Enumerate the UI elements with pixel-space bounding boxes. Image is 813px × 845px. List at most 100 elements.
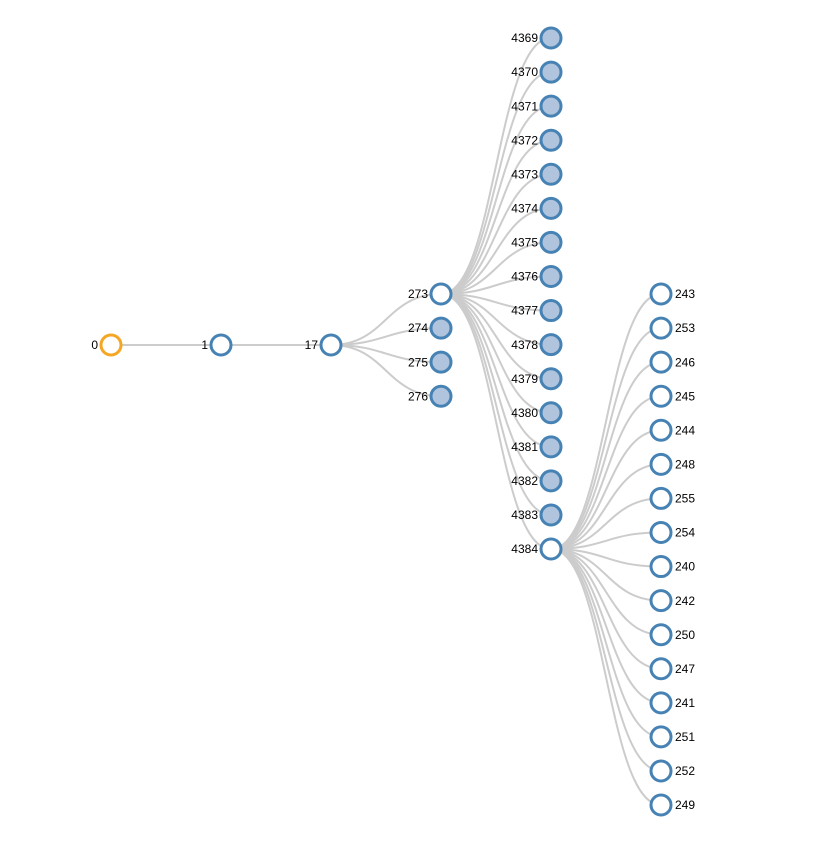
tree-node-4378[interactable]: 4378 (511, 333, 563, 357)
tree-node-255[interactable]: 255 (649, 486, 695, 510)
tree-node-4370[interactable]: 4370 (511, 60, 563, 84)
tree-node-4369[interactable]: 4369 (511, 26, 563, 50)
node-circle-244[interactable] (649, 418, 673, 442)
tree-node-244[interactable]: 244 (649, 418, 695, 442)
node-circle-4371[interactable] (539, 94, 563, 118)
node-label-253: 253 (675, 321, 695, 335)
tree-node-252[interactable]: 252 (649, 759, 695, 783)
node-circle-247[interactable] (649, 657, 673, 681)
node-circle-273[interactable] (429, 282, 453, 306)
tree-node-0[interactable]: 0 (91, 333, 123, 357)
node-circle-249[interactable] (649, 793, 673, 817)
tree-node-4371[interactable]: 4371 (511, 94, 563, 118)
link-4384-241 (550, 548, 662, 704)
node-circle-4376[interactable] (539, 264, 563, 288)
node-circle-4380[interactable] (539, 401, 563, 425)
tree-node-254[interactable]: 254 (649, 520, 695, 544)
tree-node-246[interactable]: 246 (649, 350, 695, 374)
node-circle-4370[interactable] (539, 60, 563, 84)
node-circle-248[interactable] (649, 452, 673, 476)
node-circle-274[interactable] (429, 316, 453, 340)
node-circle-0[interactable] (99, 333, 123, 357)
tree-node-4375[interactable]: 4375 (511, 230, 563, 254)
node-label-0: 0 (91, 338, 98, 352)
tree-node-249[interactable]: 249 (649, 793, 695, 817)
tree-node-4380[interactable]: 4380 (511, 401, 563, 425)
node-label-4378: 4378 (511, 338, 538, 352)
node-circle-243[interactable] (649, 282, 673, 306)
node-label-4370: 4370 (511, 65, 538, 79)
tree-node-247[interactable]: 247 (649, 657, 695, 681)
tree-node-248[interactable]: 248 (649, 452, 695, 476)
node-label-246: 246 (675, 355, 695, 369)
tree-node-4384[interactable]: 4384 (511, 537, 563, 561)
link-273-4377 (440, 293, 552, 312)
tree-node-4381[interactable]: 4381 (511, 435, 563, 459)
node-circle-17[interactable] (319, 333, 343, 357)
tree-node-4373[interactable]: 4373 (511, 162, 563, 186)
node-label-251: 251 (675, 730, 695, 744)
link-4384-253 (550, 327, 662, 551)
node-label-273: 273 (408, 287, 428, 301)
tree-node-243[interactable]: 243 (649, 282, 695, 306)
node-circle-4369[interactable] (539, 26, 563, 50)
node-circle-4378[interactable] (539, 333, 563, 357)
tree-node-251[interactable]: 251 (649, 725, 695, 749)
node-circle-4375[interactable] (539, 230, 563, 254)
node-circle-275[interactable] (429, 350, 453, 374)
node-circle-242[interactable] (649, 589, 673, 613)
tree-node-4374[interactable]: 4374 (511, 196, 563, 220)
node-label-275: 275 (408, 355, 428, 369)
tree-node-276[interactable]: 276 (408, 384, 453, 408)
tree-node-1[interactable]: 1 (201, 333, 233, 357)
node-circle-4381[interactable] (539, 435, 563, 459)
node-circle-255[interactable] (649, 486, 673, 510)
node-circle-240[interactable] (649, 555, 673, 579)
node-circle-4382[interactable] (539, 469, 563, 493)
node-circle-4379[interactable] (539, 367, 563, 391)
tree-node-4372[interactable]: 4372 (511, 128, 563, 152)
tree-node-242[interactable]: 242 (649, 589, 695, 613)
node-circle-1[interactable] (209, 333, 233, 357)
tree-node-245[interactable]: 245 (649, 384, 695, 408)
node-circle-4372[interactable] (539, 128, 563, 152)
tree-node-4383[interactable]: 4383 (511, 503, 563, 527)
node-circle-4384[interactable] (539, 537, 563, 561)
node-label-4382: 4382 (511, 474, 538, 488)
node-label-4372: 4372 (511, 133, 538, 147)
node-circle-251[interactable] (649, 725, 673, 749)
tree-node-275[interactable]: 275 (408, 350, 453, 374)
node-circle-4377[interactable] (539, 299, 563, 323)
nodes-layer: 0 1 17 273 4369 4370 4371 4372 4373 4374 4375 4376 4… (91, 26, 695, 817)
tree-node-4382[interactable]: 4382 (511, 469, 563, 493)
node-circle-252[interactable] (649, 759, 673, 783)
link-4384-250 (550, 548, 662, 636)
node-circle-254[interactable] (649, 520, 673, 544)
tree-node-17[interactable]: 17 (305, 333, 343, 357)
node-label-248: 248 (675, 458, 695, 472)
node-circle-276[interactable] (429, 384, 453, 408)
tree-node-4379[interactable]: 4379 (511, 367, 563, 391)
node-circle-4374[interactable] (539, 196, 563, 220)
tree-node-4376[interactable]: 4376 (511, 264, 563, 288)
link-4384-251 (550, 548, 662, 738)
link-4384-247 (550, 548, 662, 670)
node-circle-241[interactable] (649, 691, 673, 715)
node-label-242: 242 (675, 594, 695, 608)
link-273-4369 (440, 37, 552, 295)
tree-node-240[interactable]: 240 (649, 555, 695, 579)
node-label-274: 274 (408, 321, 428, 335)
node-circle-4373[interactable] (539, 162, 563, 186)
node-circle-250[interactable] (649, 623, 673, 647)
node-label-4377: 4377 (511, 304, 538, 318)
tree-node-274[interactable]: 274 (408, 316, 453, 340)
tree-node-241[interactable]: 241 (649, 691, 695, 715)
node-circle-4383[interactable] (539, 503, 563, 527)
tree-node-4377[interactable]: 4377 (511, 299, 563, 323)
node-circle-245[interactable] (649, 384, 673, 408)
tree-node-273[interactable]: 273 (408, 282, 453, 306)
tree-node-250[interactable]: 250 (649, 623, 695, 647)
node-circle-253[interactable] (649, 316, 673, 340)
tree-node-253[interactable]: 253 (649, 316, 695, 340)
node-circle-246[interactable] (649, 350, 673, 374)
